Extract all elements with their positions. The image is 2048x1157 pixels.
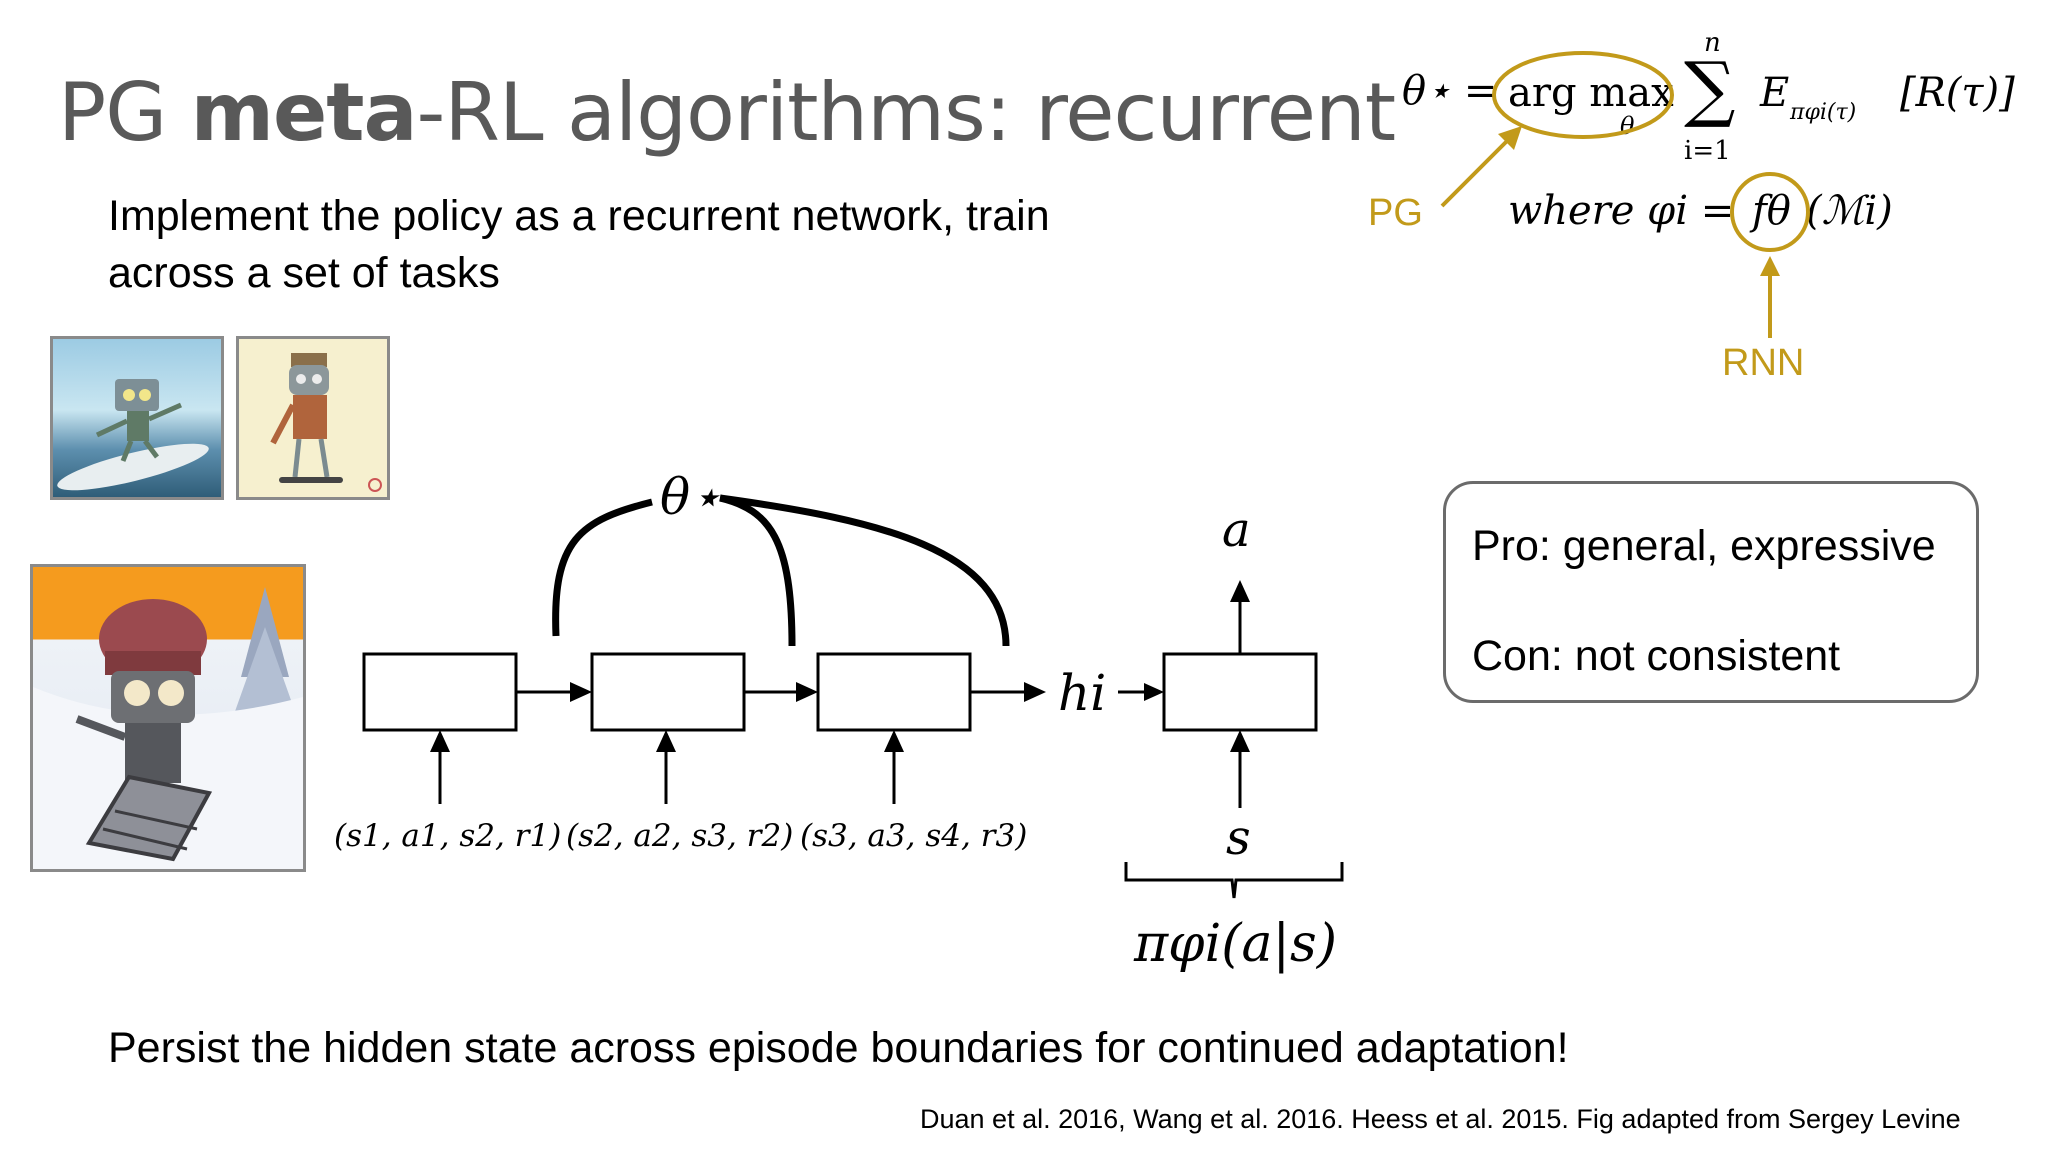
horizontal-arrows (516, 682, 1164, 702)
f-theta-highlight-circle (1730, 172, 1810, 252)
robot-surfing-icon (57, 379, 209, 491)
con-text: Con: not consistent (1472, 632, 1841, 680)
rnn-cell-3 (816, 652, 972, 732)
title-bold: meta (190, 66, 418, 159)
f-theta: fθ (1752, 188, 1791, 234)
robot-skateboard-icon (270, 353, 382, 492)
policy-brace (1124, 862, 1344, 899)
page-title: PG meta-RL algorithms: recurrent (58, 66, 1397, 159)
argmax-text: arg max (1508, 70, 1674, 116)
theta-star-label: θ⋆ (660, 468, 722, 526)
theta-arc-to-cell2 (719, 494, 796, 647)
expectation-subscript: πφi(τ) (1790, 100, 1857, 125)
input-label-2: (s2, a2, s3, r2) (566, 818, 794, 854)
rnn-cell-2 (590, 652, 746, 732)
title-prefix: PG (58, 66, 191, 159)
rnn-arrow-head (1760, 256, 1780, 276)
hidden-state-label: hi (1058, 664, 1107, 722)
title-suffix: -RL algorithms: recurrent (416, 66, 1397, 159)
argmax-highlight-ellipse (1492, 51, 1674, 139)
pg-arrow-head (1498, 126, 1522, 150)
policy-label: πφi(a|s) (1134, 914, 1337, 974)
state-label: s (1226, 810, 1251, 866)
action-label: a (1222, 502, 1251, 558)
robot-sled-icon (33, 587, 303, 869)
rnn-label: RNN (1722, 342, 1805, 384)
procon-box: Pro: general, expressive Con: not consis… (1443, 481, 1979, 703)
robot-sled-image (30, 564, 306, 872)
pg-label: PG (1368, 192, 1423, 234)
where-clause: where φi = (1508, 188, 1735, 234)
theta-arc-to-cell3 (719, 494, 1010, 647)
sum-top: n (1704, 28, 1721, 58)
pro-text: Pro: general, expressive (1472, 522, 1936, 570)
pg-arrow-line (1440, 136, 1512, 208)
robot-surfing-image (50, 336, 224, 500)
bottom-statement: Persist the hidden state across episode … (108, 1024, 1569, 1072)
reward-term: [R(τ)] (1900, 70, 2015, 116)
input-label-1: (s1, a1, s2, r1) (334, 818, 562, 854)
robot-skateboard-image (236, 336, 390, 500)
citation-credit: Duan et al. 2016, Wang et al. 2016. Hees… (920, 1104, 1961, 1134)
theta-arc-to-cell1 (552, 498, 653, 637)
task-term: (ℳi) (1806, 188, 1893, 234)
input-arrows (430, 580, 1250, 808)
policy-cell (1162, 652, 1318, 732)
sum-bottom: i=1 (1684, 136, 1731, 166)
sum-sign: ∑ (1684, 46, 1736, 130)
rnn-cell-1 (362, 652, 518, 732)
expectation: E (1760, 70, 1790, 116)
subtitle: Implement the policy as a recurrent netw… (108, 192, 1050, 297)
input-label-3: (s3, a3, s4, r3) (800, 818, 1028, 854)
equation-lhs: θ⋆ = (1402, 68, 1498, 114)
